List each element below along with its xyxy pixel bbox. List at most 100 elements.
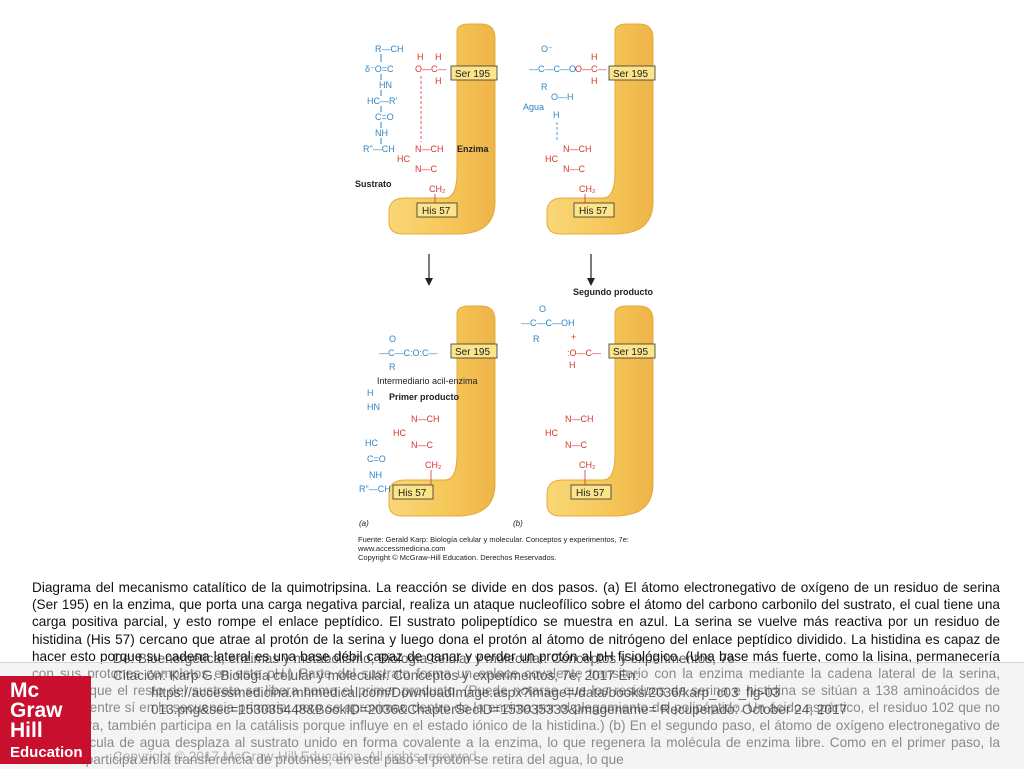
source-note-line-3: Copyright © McGraw-Hill Education. Derec… (358, 553, 557, 562)
svg-text:N—CH: N—CH (415, 144, 444, 154)
svg-text:+: + (571, 332, 576, 342)
serine-his-structure-b: O—C— H H N—CH HC N—C CH₂ (545, 52, 607, 203)
svg-text:Ser 195: Ser 195 (455, 347, 490, 358)
svg-text:—C—C—O: —C—C—O (529, 64, 576, 74)
ser195-box-a-bottom: Ser 195 (450, 343, 498, 359)
svg-text:R"—CH: R"—CH (363, 144, 395, 154)
logo-line-4: Education (10, 744, 83, 761)
svg-text:H: H (417, 52, 424, 62)
serine-his-structure-a: O—C— H H H N—CH HC N—C CH₂ Enzima (397, 52, 490, 203)
chymotrypsin-diagram: Ser 195 Ser 195 Ser 195 Ser 195 His 57 H… (355, 23, 656, 528)
svg-text:R: R (389, 362, 396, 372)
url-line-2[interactable]: 013.png&sec=153035448&BookID=2036&Chapte… (151, 702, 848, 717)
svg-text:CH₂: CH₂ (579, 184, 596, 194)
svg-text:His 57: His 57 (422, 206, 451, 217)
svg-text:Ser 195: Ser 195 (455, 69, 490, 80)
his-structure-a-bottom: N—CH HC N—C CH₂ (393, 414, 442, 485)
svg-text:HC: HC (393, 428, 406, 438)
substrate-structure-a: R—CH δ⁻O=C HN HC—R' C=O NH R"—CH Sustrat… (355, 44, 404, 189)
footer-band (0, 662, 1024, 769)
copyright-line: Copyright © 2017 McGraw-Hill Education. … (113, 749, 477, 764)
second-product-structure: O —C—C—OH R (521, 304, 575, 344)
svg-text:HC: HC (397, 154, 410, 164)
svg-text:Ser 195: Ser 195 (613, 347, 648, 358)
svg-text:—C—C:O:C—: —C—C:O:C— (379, 348, 438, 358)
svg-text:N—C: N—C (415, 164, 437, 174)
svg-text:N—C: N—C (565, 440, 587, 450)
svg-text:Enzima: Enzima (457, 144, 490, 154)
svg-text:R"—CH: R"—CH (359, 484, 391, 494)
acyl-intermediate-structure: O —C—C:O:C— R Intermediario acil-enzima … (359, 334, 478, 494)
figure-source-note: Fuente: Gerald Karp: Biología celular y … (358, 535, 668, 562)
svg-text:Sustrato: Sustrato (355, 179, 392, 189)
enzyme-shape-b-bottom (546, 305, 654, 517)
second-product-label: Segundo producto (573, 287, 653, 297)
svg-text:Intermediario acil-enzima: Intermediario acil-enzima (377, 376, 478, 386)
svg-text:δ⁻O=C: δ⁻O=C (365, 64, 394, 74)
svg-text:H: H (569, 360, 576, 370)
down-arrow-b (587, 254, 595, 286)
mechanism-figure: Ser 195 Ser 195 Ser 195 Ser 195 His 57 H… (345, 22, 675, 570)
logo-line-3: Hill (10, 719, 43, 742)
svg-text:O: O (389, 334, 396, 344)
svg-text::O—C—: :O—C— (567, 348, 601, 358)
svg-text:O—C—: O—C— (415, 64, 447, 74)
svg-text:Agua: Agua (523, 102, 544, 112)
svg-text:CH₂: CH₂ (429, 184, 446, 194)
svg-text:N—CH: N—CH (411, 414, 440, 424)
mcgraw-hill-logo: Mc Graw Hill Education (0, 676, 91, 764)
svg-text:N—C: N—C (563, 164, 585, 174)
ser195-box-b-top: Ser 195 (608, 65, 656, 81)
enzyme-shape-a-top (388, 23, 496, 235)
svg-text:O⁻: O⁻ (541, 44, 553, 54)
ser195-box-b-bottom: Ser 195 (608, 343, 656, 359)
svg-text:R—CH: R—CH (375, 44, 404, 54)
svg-text:H: H (367, 388, 374, 398)
his57-box-b-bottom: His 57 (570, 484, 612, 500)
svg-text:H: H (435, 52, 442, 62)
svg-text:O—C—: O—C— (575, 64, 607, 74)
his57-box-b-top: His 57 (573, 202, 615, 218)
svg-text:Ser 195: Ser 195 (613, 69, 648, 80)
svg-text:CH₂: CH₂ (579, 460, 596, 470)
svg-text:—C—C—OH: —C—C—OH (521, 318, 575, 328)
svg-text:C=O: C=O (375, 112, 394, 122)
panel-a-label: (a) (359, 519, 369, 528)
svg-text:NH: NH (369, 470, 382, 480)
svg-text:O: O (539, 304, 546, 314)
svg-text:HC: HC (545, 428, 558, 438)
panel-b-label: (b) (513, 519, 523, 528)
svg-text:H: H (591, 52, 598, 62)
svg-text:N—CH: N—CH (563, 144, 592, 154)
svg-text:His 57: His 57 (398, 488, 427, 499)
svg-text:R: R (533, 334, 540, 344)
substrate-structure-b: O⁻ —C—C—O R Agua O—H H (523, 44, 576, 142)
svg-text:Primer producto: Primer producto (389, 392, 460, 402)
svg-text:HN: HN (367, 402, 380, 412)
logo-line-2: Graw (10, 699, 63, 722)
svg-text:H: H (591, 76, 598, 86)
citation-line: Citación: Karp G. Biología celular y mol… (113, 668, 639, 683)
his57-box-a-bottom: His 57 (392, 484, 434, 500)
svg-text:R: R (541, 82, 548, 92)
svg-text:His 57: His 57 (576, 488, 605, 499)
svg-text:HC—R': HC—R' (367, 96, 397, 106)
svg-text:H: H (553, 110, 560, 120)
url-line-1[interactable]: https://accessmedicina.mhmedical.com/Dow… (151, 685, 781, 700)
serine-his-structure-b-bottom: + :O—C— H N—CH HC N—C CH₂ (545, 332, 601, 485)
svg-text:C=O: C=O (367, 454, 386, 464)
ser195-box-a-top: Ser 195 (450, 65, 498, 81)
source-line: De: Bioenergética, enzimas y metabolismo… (113, 651, 735, 666)
svg-text:HC: HC (545, 154, 558, 164)
source-note-line-2: www.accessmedicina.com (358, 544, 446, 553)
svg-text:N—C: N—C (411, 440, 433, 450)
his57-box-a-top: His 57 (416, 202, 458, 218)
enzyme-shape-a-bottom (388, 305, 496, 517)
enzyme-shape-b-top (546, 23, 654, 235)
svg-text:His 57: His 57 (579, 206, 608, 217)
svg-text:HC: HC (365, 438, 378, 448)
svg-text:CH₂: CH₂ (425, 460, 442, 470)
svg-text:NH: NH (375, 128, 388, 138)
svg-text:N—CH: N—CH (565, 414, 594, 424)
source-note-line-1: Fuente: Gerald Karp: Biología celular y … (358, 535, 629, 544)
